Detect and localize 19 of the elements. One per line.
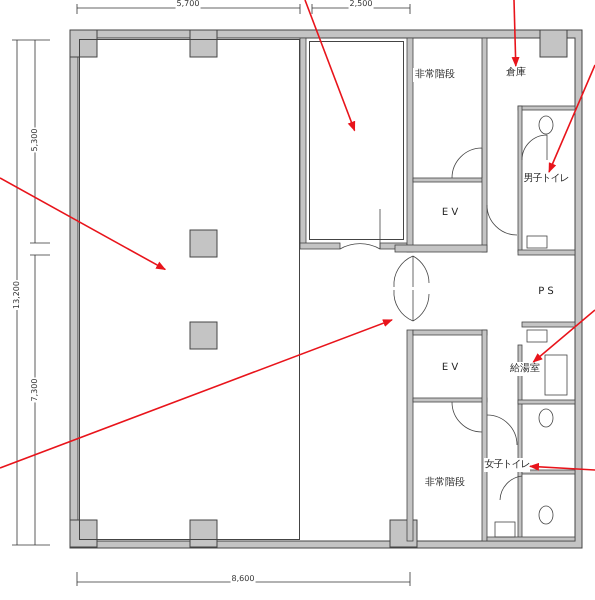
leader-arrow bbox=[304, 0, 356, 132]
dimension-label: 5,300 bbox=[30, 128, 40, 152]
office-room bbox=[79, 39, 300, 540]
dimension-label: 8,600 bbox=[230, 574, 256, 584]
double-door-drawing bbox=[392, 255, 430, 322]
room-name: 給湯室 bbox=[508, 362, 542, 376]
dimension-label: 5,700 bbox=[176, 0, 200, 9]
leader-arrow bbox=[0, 177, 166, 270]
room-name: 女子トイレ bbox=[484, 458, 530, 472]
leader-arrow bbox=[0, 319, 393, 469]
dimension-label: 2,500 bbox=[348, 0, 374, 9]
dimension-label: 7,300 bbox=[30, 378, 40, 402]
leader-arrow bbox=[548, 64, 595, 173]
room-name: 非常階段 bbox=[413, 68, 457, 82]
leader-arrow bbox=[512, 0, 520, 67]
leader-arrow bbox=[532, 309, 595, 363]
room bbox=[309, 41, 404, 240]
leader-arrow bbox=[529, 462, 595, 471]
dimension-label: 13,200 bbox=[12, 280, 22, 310]
